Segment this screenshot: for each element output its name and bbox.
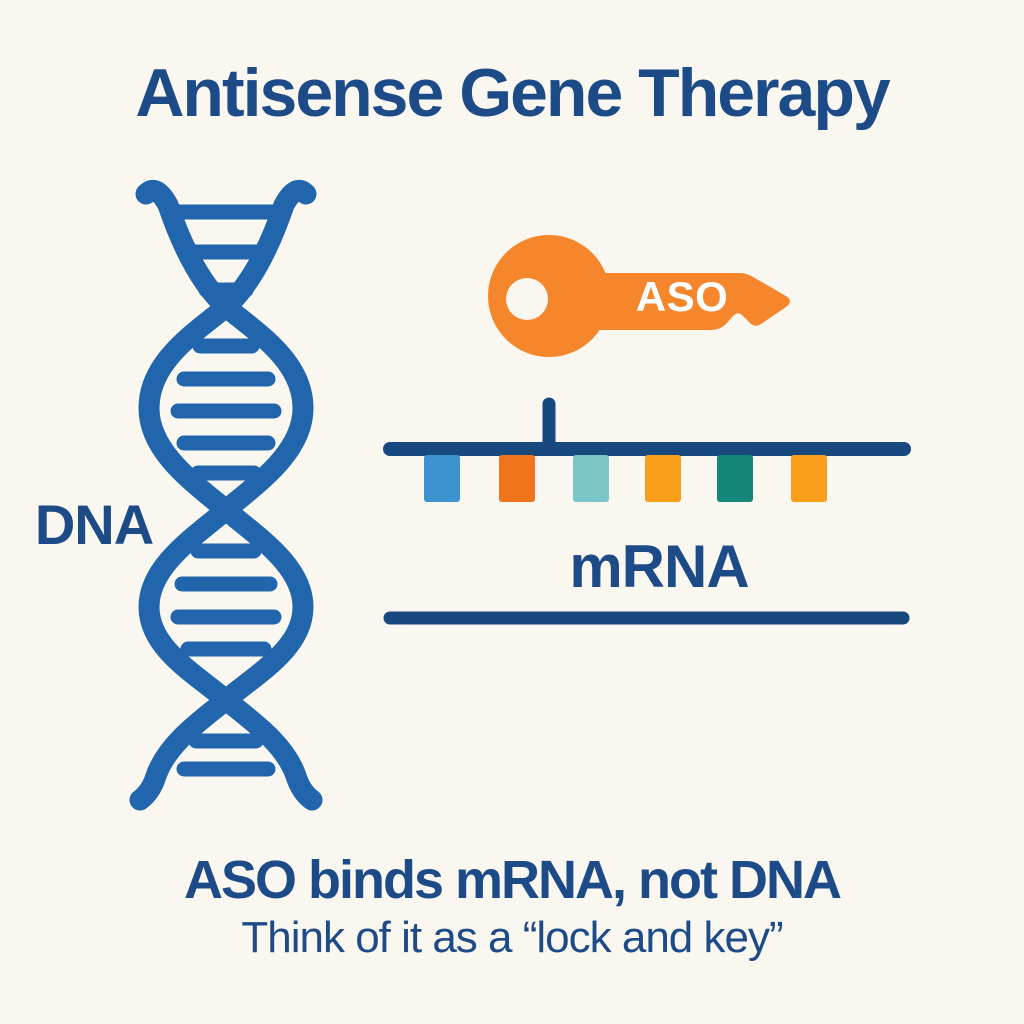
dna-double-helix-icon (129, 179, 323, 811)
nucleotide-tick (573, 455, 609, 502)
nucleotide-tick (717, 455, 753, 502)
dna-strand-right (129, 179, 317, 811)
mrna-strand (383, 397, 911, 625)
nucleotide-tick (791, 455, 827, 502)
aso-key-label: ASO (635, 273, 729, 320)
key-hole (506, 278, 548, 320)
nucleotide-ticks (424, 455, 827, 502)
caption-main: ASO binds mRNA, not DNA (184, 850, 842, 910)
dna-strands (129, 179, 323, 811)
nucleotide-tick (424, 455, 460, 502)
aso-key-icon (488, 235, 790, 357)
page-title: Antisense Gene Therapy (135, 55, 890, 131)
key-head (488, 235, 610, 357)
dna-rungs (170, 204, 282, 777)
dna-label: DNA (34, 493, 154, 556)
caption-sub: Think of it as a “lock and key” (241, 913, 783, 962)
nucleotide-tick (645, 455, 681, 502)
mrna-backbone-lines (383, 397, 911, 625)
nucleotide-tick (499, 455, 535, 502)
key-shaft (592, 273, 790, 330)
mrna-label: mRNA (569, 533, 749, 600)
